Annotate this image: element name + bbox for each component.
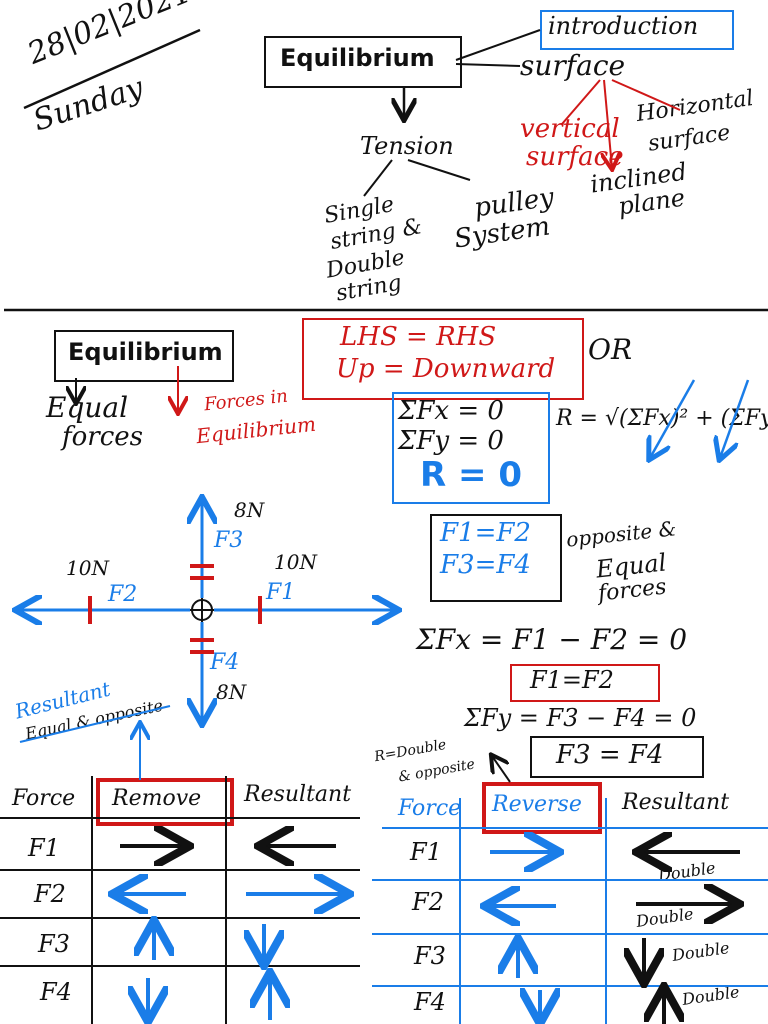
- resultant-underline: [19, 705, 171, 743]
- origin-circle: [191, 599, 213, 621]
- f1-label: F1: [266, 580, 296, 605]
- surface-connector: [455, 63, 521, 67]
- left-row-f1: F1: [28, 834, 60, 862]
- right-row-f4: F4: [414, 988, 446, 1016]
- introduction-text: introduction: [548, 12, 699, 40]
- boxed-f1f2-text: F1=F2: [530, 666, 614, 694]
- equilibrium-title: Equilibrium: [280, 44, 435, 72]
- f1-eq-f2: F1=F2: [440, 518, 531, 548]
- boxed-f3f4: [530, 736, 704, 778]
- equilibrium-title-box: [264, 36, 462, 88]
- up-down-text: Up = Downward: [336, 354, 556, 384]
- vertical-surface-line1: vertical: [520, 114, 620, 144]
- intro-connector: [455, 29, 541, 61]
- right-row-f3: F3: [414, 942, 446, 970]
- left-row-f2: F2: [34, 880, 66, 908]
- date-underline: [23, 28, 201, 110]
- reverse-pointer-arrow: [492, 756, 511, 783]
- r-zero-text: R = 0: [420, 455, 522, 495]
- surface-to-inclined: [604, 79, 612, 168]
- f3-label: F3: [214, 528, 244, 553]
- surface-to-vertical: [561, 79, 601, 125]
- equilibrium-title-2: Equilibrium: [68, 338, 223, 366]
- left-table-header-resultant: Resultant: [244, 782, 352, 807]
- remove-header-box: [96, 778, 234, 826]
- introduction-box: [540, 10, 734, 50]
- top-force-label: 8N: [234, 498, 265, 522]
- right-table-header-resultant: Resultant: [622, 790, 730, 815]
- left-row-f3: F3: [38, 930, 70, 958]
- right-row-f1: F1: [410, 838, 442, 866]
- bottom-force-label: 8N: [216, 680, 247, 704]
- f-equal-box: [430, 514, 562, 602]
- f2-label: F2: [108, 582, 138, 607]
- sum-fx-equation: ΣFx = F1 − F2 = 0: [416, 623, 688, 656]
- sqrt-arrow-2: [720, 379, 750, 458]
- sum-forces-box: [392, 392, 550, 504]
- f4-label: F4: [210, 650, 240, 675]
- resultant-formula: R = √(ΣFx)² + (ΣFy)²: [556, 406, 768, 431]
- sum-fx-text: ΣFx = 0: [398, 396, 504, 426]
- sum-fy-equation: ΣFy = F3 − F4 = 0: [464, 704, 697, 732]
- equal-forces-line2: forces: [62, 422, 143, 452]
- right-force-label: 10N: [274, 550, 317, 574]
- left-force-label: 10N: [66, 556, 109, 580]
- boxed-f3f4-text: F3 = F4: [556, 740, 664, 770]
- right-row-f2: F2: [412, 888, 444, 916]
- left-row-f4: F4: [40, 978, 72, 1006]
- equal-forces-line1: Equal: [46, 391, 129, 424]
- lhs-rhs-text: LHS = RHS: [340, 322, 497, 352]
- tension-to-pulley: [407, 159, 471, 181]
- right-table-header-force: Force: [398, 796, 462, 821]
- right-table-header-reverse: Reverse: [492, 792, 582, 817]
- equilibrium-box-2: [54, 330, 234, 382]
- tension-to-single: [363, 159, 393, 197]
- surface-text: surface: [520, 49, 626, 82]
- sum-fy-text: ΣFy = 0: [398, 426, 504, 456]
- tension-text: Tension: [360, 132, 454, 160]
- boxed-f1f2: [510, 664, 660, 702]
- left-table-header-remove: Remove: [112, 786, 202, 811]
- sqrt-arrow-1: [650, 379, 696, 458]
- f3-eq-f4: F3=F4: [440, 550, 531, 580]
- or-text: OR: [588, 333, 633, 366]
- surface-to-horizontal: [611, 79, 681, 111]
- lhs-rhs-box: [302, 318, 584, 400]
- left-table-header-force: Force: [12, 786, 76, 811]
